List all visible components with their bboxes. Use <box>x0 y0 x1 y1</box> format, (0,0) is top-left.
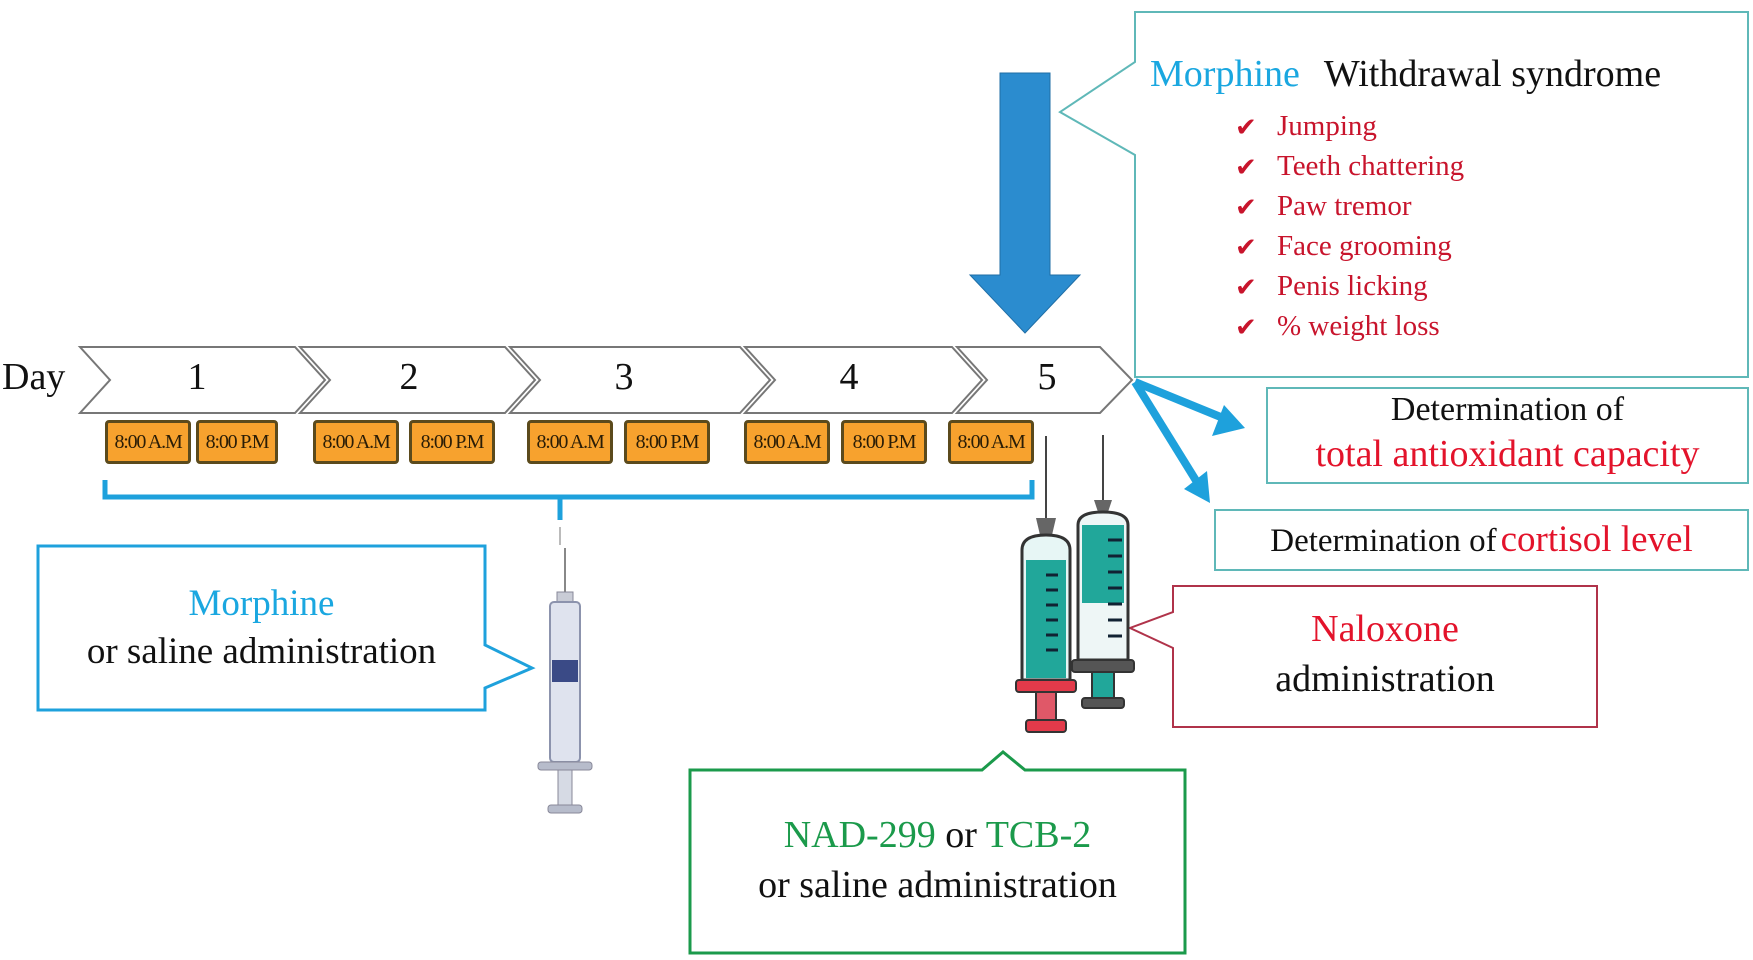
naloxone-admin-drug: Naloxone <box>1311 608 1459 650</box>
morphine-syringe-icon <box>537 548 593 814</box>
nad-drug-2: TCB-2 <box>985 814 1092 856</box>
cortisol-box: Determination of cortisol level <box>1215 518 1748 561</box>
time-slot: 8:00 A.M <box>527 420 613 464</box>
symptom-item: Paw tremor <box>1277 190 1412 222</box>
day-5-number: 5 <box>1037 356 1057 398</box>
nad-drug-1: NAD-299 <box>783 814 936 856</box>
nad-syringe-icon <box>1015 436 1077 733</box>
time-slot: 8:00 P.M <box>196 420 278 464</box>
day-1-chevron <box>77 346 327 414</box>
check-icon: ✔ <box>1235 193 1257 223</box>
time-slot: 8:00 P.M <box>409 420 495 464</box>
withdrawal-heading: Morphine Withdrawal syndrome <box>1150 52 1661 96</box>
withdrawal-drug: Morphine <box>1150 53 1300 95</box>
symptom-item: % weight loss <box>1277 310 1440 342</box>
cortisol-prefix: Determination of <box>1270 523 1497 559</box>
naloxone-admin-box: Naloxone administration <box>1173 604 1597 704</box>
nad-conj: or <box>945 814 977 856</box>
symptom-item: Jumping <box>1277 110 1377 142</box>
naloxone-admin-text: administration <box>1275 658 1495 700</box>
antioxidant-box-border <box>1266 387 1749 484</box>
symptom-item: Teeth chattering <box>1277 150 1465 182</box>
morphine-callout-border <box>36 544 536 712</box>
morphine-bracket <box>102 480 1035 520</box>
antioxidant-prefix: Determination of <box>1390 391 1625 428</box>
time-slot: 8:00 A.M <box>105 420 191 464</box>
time-slot: 8:00 P.M <box>624 420 710 464</box>
morphine-admin-box: Morphine or saline administration <box>38 580 485 676</box>
day-2-chevron <box>297 346 537 414</box>
result-arrows <box>1131 378 1245 503</box>
check-icon: ✔ <box>1235 273 1257 303</box>
day-5-chevron <box>954 346 1134 414</box>
check-icon: ✔ <box>1235 153 1257 183</box>
day-2-number: 2 <box>399 356 419 398</box>
check-icon: ✔ <box>1235 113 1257 143</box>
day-3-chevron <box>507 346 772 414</box>
symptom-item: Face grooming <box>1277 230 1452 262</box>
day-4-chevron <box>742 346 984 414</box>
timeline-chevrons <box>77 346 1134 414</box>
nad-callout-border <box>688 750 1187 955</box>
cortisol-highlight: cortisol level <box>1500 519 1693 560</box>
time-slot: 8:00 P.M <box>841 420 927 464</box>
time-slot: 8:00 A.M <box>744 420 830 464</box>
nad-admin-drugs: NAD-299 or TCB-2 <box>690 810 1185 860</box>
day-4-number: 4 <box>839 356 859 398</box>
time-slot: 8:00 A.M <box>313 420 399 464</box>
antioxidant-box: Determination of total antioxidant capac… <box>1267 390 1748 478</box>
day-1-number: 1 <box>187 356 207 398</box>
cortisol-box-border <box>1214 509 1749 571</box>
morphine-admin-drug: Morphine <box>188 583 335 624</box>
naloxone-syringe-icon <box>1071 435 1135 709</box>
antioxidant-highlight: total antioxidant capacity <box>1315 433 1700 475</box>
naloxone-callout-border <box>1127 585 1598 728</box>
check-icon: ✔ <box>1235 233 1257 263</box>
symptom-item: Penis licking <box>1277 270 1428 302</box>
withdrawal-title: Withdrawal syndrome <box>1323 53 1662 95</box>
nad-admin-text: or saline administration <box>758 864 1117 906</box>
morphine-admin-text: or saline administration <box>86 631 437 672</box>
time-slot: 8:00 A.M <box>948 420 1034 464</box>
withdrawal-callout-border <box>1058 11 1749 378</box>
check-icon: ✔ <box>1235 313 1257 343</box>
big-down-arrow <box>968 72 1082 334</box>
day-3-number: 3 <box>614 356 634 398</box>
day-label: Day <box>2 356 66 398</box>
nad-admin-box: NAD-299 or TCB-2 or saline administratio… <box>690 810 1185 910</box>
